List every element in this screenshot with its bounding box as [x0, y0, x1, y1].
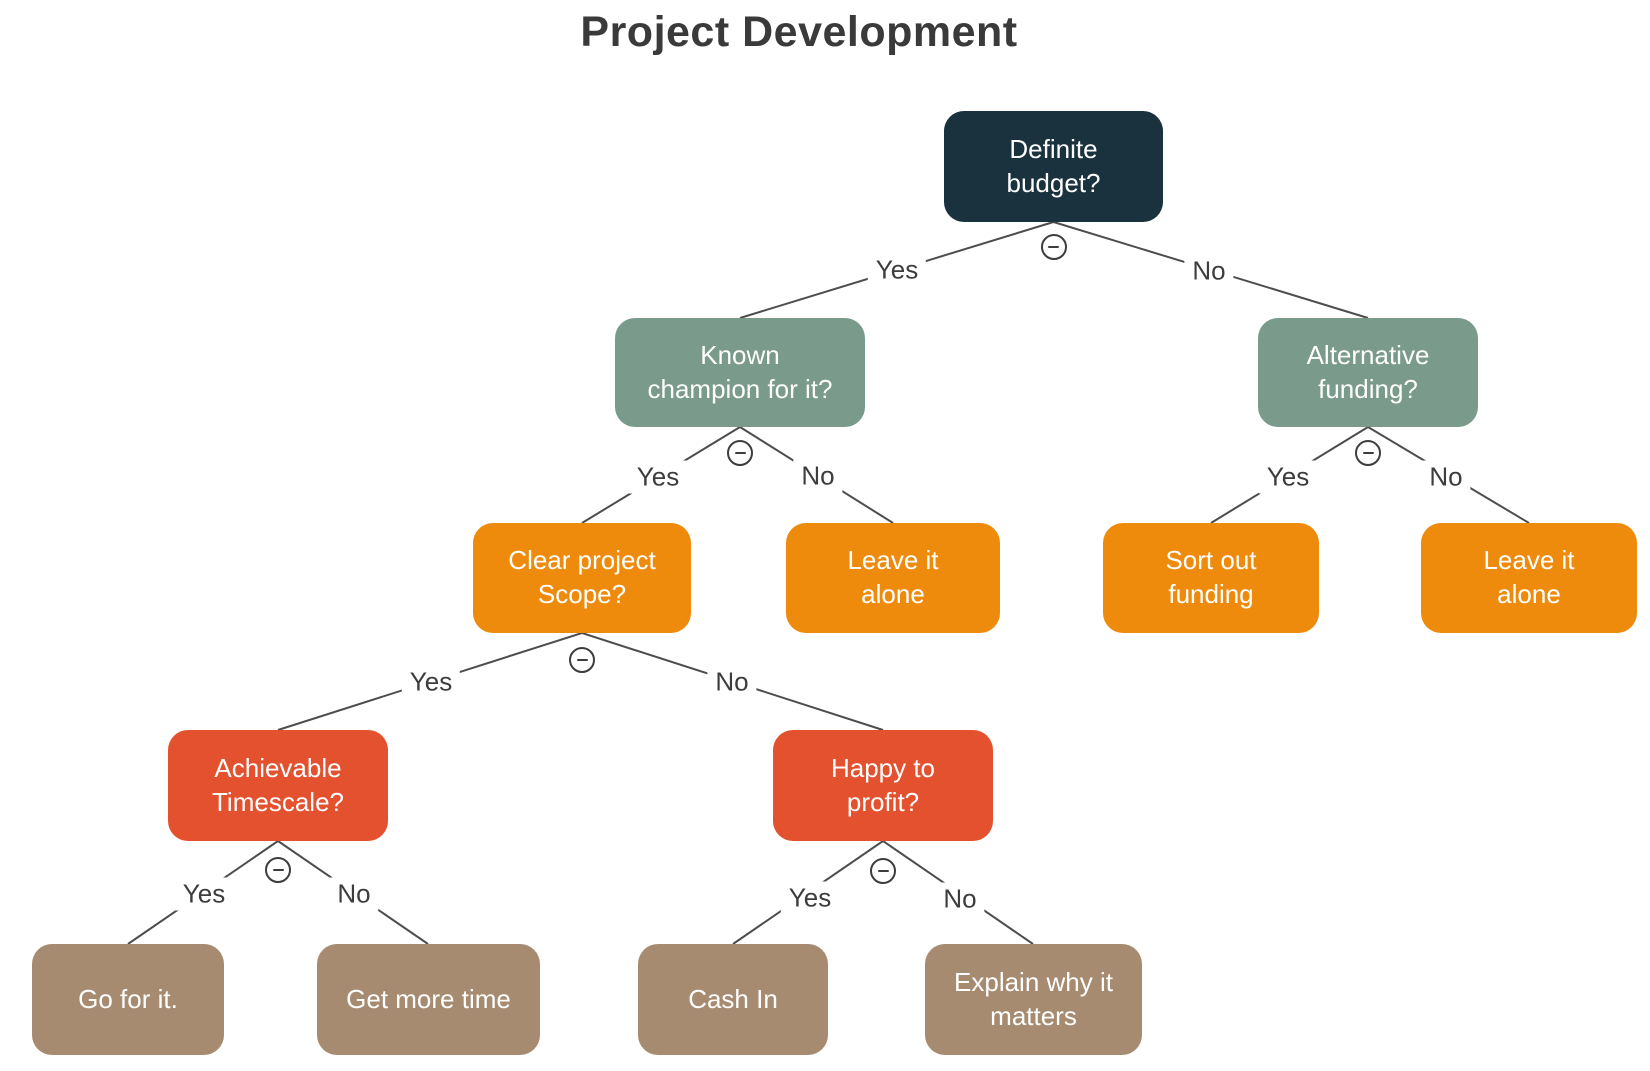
edge-label-yes-cash-in: Yes: [780, 881, 840, 915]
collapse-toggle-happy-to-profit[interactable]: [870, 858, 896, 884]
node-achievable-timescale[interactable]: Achievable Timescale?: [168, 730, 388, 841]
node-get-more-time[interactable]: Get more time: [317, 944, 540, 1055]
node-label: Known champion for it?: [647, 339, 833, 404]
node-known-champion[interactable]: Known champion for it?: [615, 318, 865, 427]
edge-label-yes-known-champion: Yes: [867, 253, 927, 287]
node-label: Leave it alone: [847, 545, 939, 609]
minus-icon: [1362, 451, 1374, 455]
node-explain-why-it-matters[interactable]: Explain why it matters: [925, 944, 1142, 1055]
node-happy-to-profit[interactable]: Happy to profit?: [773, 730, 993, 841]
diagram-title: Project Development: [580, 8, 1018, 56]
edge-label-yes-achievable-timescale: Yes: [401, 665, 461, 699]
node-label: Definite budget?: [1006, 133, 1101, 198]
node-label: Alternative funding?: [1306, 339, 1430, 404]
node-leave-it-alone-1[interactable]: Leave it alone: [786, 523, 1000, 633]
edge-label-yes-go-for-it: Yes: [174, 877, 234, 911]
minus-icon: [1048, 245, 1059, 249]
minus-icon: [877, 869, 889, 873]
node-label: Cash In: [688, 983, 778, 1014]
node-label: Leave it alone: [1483, 545, 1575, 609]
node-label: Explain why it matters: [954, 966, 1113, 1031]
edge-label-yes-clear-project-scope: Yes: [628, 460, 688, 494]
collapse-toggle-clear-project-scope[interactable]: [569, 647, 595, 673]
collapse-toggle-achievable-timescale[interactable]: [265, 857, 291, 883]
node-label: Go for it.: [78, 983, 178, 1014]
node-cash-in[interactable]: Cash In: [638, 944, 828, 1055]
edge-label-no-happy-to-profit: No: [707, 665, 757, 699]
node-sort-out-funding[interactable]: Sort out funding: [1103, 523, 1319, 633]
minus-icon: [272, 868, 284, 872]
minus-icon: [734, 451, 746, 455]
node-leave-it-alone-2[interactable]: Leave it alone: [1421, 523, 1637, 633]
node-label: Sort out funding: [1165, 545, 1257, 609]
edge-label-yes-sort-out-funding: Yes: [1258, 460, 1318, 494]
node-clear-project-scope[interactable]: Clear project Scope?: [473, 523, 691, 633]
node-definite-budget[interactable]: Definite budget?: [944, 111, 1163, 222]
node-alternative-funding[interactable]: Alternative funding?: [1258, 318, 1478, 427]
minus-icon: [576, 658, 588, 662]
edge-label-no-leave-it-alone-1: No: [793, 459, 843, 493]
collapse-toggle-definite-budget[interactable]: [1040, 234, 1067, 260]
edge-label-no-explain-why-it-matters: No: [935, 882, 985, 916]
node-label: Achievable Timescale?: [212, 752, 344, 817]
node-label: Get more time: [346, 983, 511, 1014]
node-label: Clear project Scope?: [508, 545, 656, 609]
edge-label-no-leave-it-alone-2: No: [1421, 460, 1471, 494]
collapse-toggle-alternative-funding[interactable]: [1355, 440, 1381, 466]
edge-label-no-get-more-time: No: [329, 877, 379, 911]
collapse-toggle-known-champion[interactable]: [727, 440, 753, 466]
edge-label-no-alternative-funding: No: [1184, 254, 1234, 288]
node-go-for-it[interactable]: Go for it.: [32, 944, 224, 1055]
node-label: Happy to profit?: [830, 752, 936, 817]
